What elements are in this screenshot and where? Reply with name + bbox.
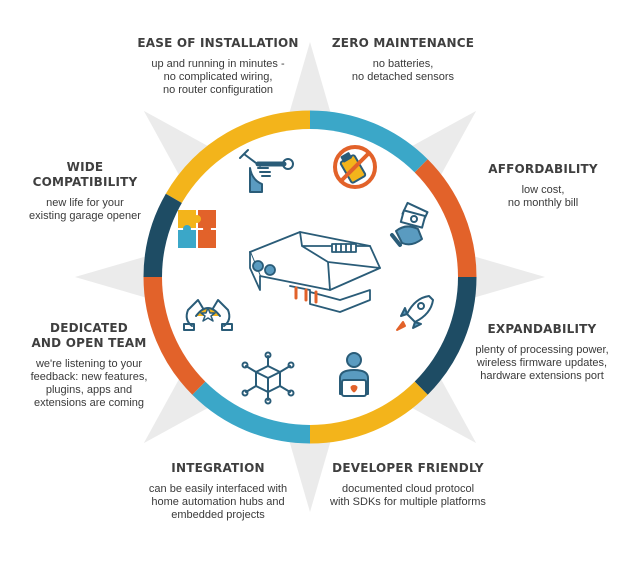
feature-description: new life for your existing garage opener bbox=[29, 197, 141, 222]
ring-segment bbox=[143, 193, 183, 278]
feature-title: EASE OF INSTALLATION bbox=[137, 36, 299, 50]
wrench-hand-icon bbox=[239, 149, 294, 193]
feature-description: we're listening to your feedback: new fe… bbox=[30, 358, 148, 409]
feature-wide-compatibility: WIDE COMPATIBILITY new life for your exi… bbox=[10, 160, 160, 223]
ring-segment bbox=[143, 276, 206, 395]
ring-segment bbox=[414, 159, 477, 278]
feature-title: EXPANDABILITY bbox=[487, 322, 597, 336]
feature-title: DEDICATED AND OPEN TEAM bbox=[31, 321, 147, 350]
background-wedge bbox=[287, 435, 333, 512]
feature-description: can be easily interfaced with home autom… bbox=[148, 483, 288, 521]
team-hands-icon bbox=[183, 299, 233, 331]
ring-segment bbox=[165, 110, 311, 204]
feature-zero-maintenance: ZERO MAINTENANCE no batteries, no detach… bbox=[318, 36, 488, 84]
feature-dedicated-team: DEDICATED AND OPEN TEAM we're listening … bbox=[14, 321, 164, 410]
feature-title: DEVELOPER FRIENDLY bbox=[332, 461, 484, 475]
feature-description: documented cloud protocol with SDKs for … bbox=[330, 483, 486, 508]
background-wedge bbox=[468, 254, 545, 300]
feature-description: up and running in minutes - no complicat… bbox=[151, 58, 285, 96]
money-hand-icon bbox=[390, 201, 429, 247]
feature-title: INTEGRATION bbox=[171, 461, 265, 475]
network-cube-icon bbox=[241, 351, 295, 405]
feature-developer-friendly: DEVELOPER FRIENDLY documented cloud prot… bbox=[318, 461, 498, 509]
no-battery-icon bbox=[333, 145, 377, 189]
garage-device-icon bbox=[249, 231, 381, 313]
color-ring bbox=[143, 110, 477, 444]
feature-title: AFFORDABILITY bbox=[488, 162, 598, 176]
background-wedge bbox=[287, 42, 333, 119]
ring-segment bbox=[414, 276, 477, 395]
feature-title: ZERO MAINTENANCE bbox=[331, 36, 475, 50]
ring-segment bbox=[192, 381, 311, 444]
ring-segment bbox=[309, 110, 428, 173]
feature-integration: INTEGRATION can be easily interfaced wit… bbox=[128, 461, 308, 522]
puzzle-icon bbox=[178, 210, 216, 248]
developer-icon bbox=[339, 352, 369, 397]
feature-affordability: AFFORDABILITY low cost, no monthly bill bbox=[468, 162, 618, 210]
background-wedge bbox=[406, 373, 477, 444]
feature-ease-of-installation: EASE OF INSTALLATION up and running in m… bbox=[128, 36, 308, 97]
background-wedge bbox=[75, 254, 152, 300]
feature-expandability: EXPANDABILITY plenty of processing power… bbox=[466, 322, 618, 383]
feature-description: low cost, no monthly bill bbox=[507, 184, 579, 209]
feature-title: WIDE COMPATIBILITY bbox=[32, 160, 138, 189]
feature-description: no batteries, no detached sensors bbox=[351, 58, 455, 83]
ring-segment bbox=[309, 381, 428, 444]
feature-description: plenty of processing power, wireless fir… bbox=[475, 344, 609, 382]
rocket-icon bbox=[396, 295, 434, 331]
